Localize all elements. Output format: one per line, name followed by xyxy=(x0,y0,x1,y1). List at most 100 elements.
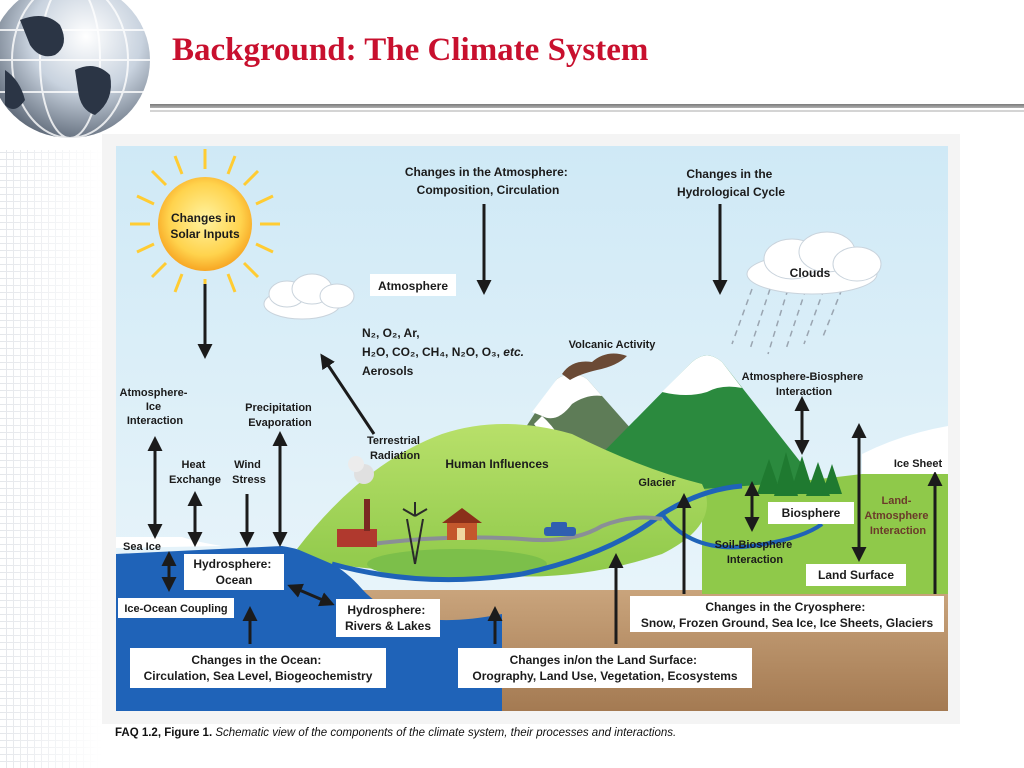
clouds-label: Clouds xyxy=(790,266,831,280)
cryo-box xyxy=(630,596,944,632)
atmosphere-changes-label-2: Composition, Circulation xyxy=(417,183,560,197)
precip-label: Precipitation xyxy=(245,402,312,414)
svg-text:Land- Atmosphere Inter: Land- Atmosphere Interaction xyxy=(864,495,931,537)
wind-label-2: Stress xyxy=(232,474,266,486)
svg-text:Changes in the Hydrologica: Changes in the Hydrological Cycle xyxy=(677,167,785,199)
hydro-rivers-label: Hydrosphere: xyxy=(347,603,425,617)
glacier-label: Glacier xyxy=(638,477,676,489)
ice-sheet-label: Ice Sheet xyxy=(894,458,943,470)
svg-text:Heat Exchange: Heat Exchange xyxy=(169,459,221,486)
biosphere-box xyxy=(768,502,854,524)
car-icon xyxy=(544,522,576,536)
atm-ice-label-2: Ice xyxy=(146,401,161,413)
atmosphere-changes-label: Changes in the Atmosphere: xyxy=(405,165,568,179)
caption-text: Schematic view of the components of the … xyxy=(212,727,677,739)
title-divider xyxy=(150,104,1024,108)
svg-text:Changes in/on the Land Surface: Changes in/on the Land Surface: Orograph… xyxy=(472,653,738,683)
svg-text:Changes in the Ocean: Circ: Changes in the Ocean: Circulation, Sea L… xyxy=(144,653,373,683)
title-divider-shadow xyxy=(150,110,1024,112)
hydro-ocean-label-2: Ocean xyxy=(216,573,253,587)
gases-line-3: Aerosols xyxy=(362,364,414,378)
land-atm-label: Land- xyxy=(881,495,911,507)
precip-label-2: Evaporation xyxy=(248,417,312,429)
ice-ocean-box xyxy=(118,598,234,618)
hydro-cycle-label-2: Hydrological Cycle xyxy=(677,185,785,199)
svg-text:Changes in the Atmosphere:: Changes in the Atmosphere: Composition, … xyxy=(405,165,571,197)
hydro-cycle-label: Changes in the xyxy=(686,167,772,181)
factory-icon xyxy=(337,456,377,547)
slide-title: Background: The Climate System xyxy=(172,32,649,68)
soil-bio-label: Soil-Biosphere xyxy=(715,539,793,551)
land-surface-box xyxy=(806,564,906,586)
solar-label-2: Solar Inputs xyxy=(170,227,240,241)
forest-trees xyxy=(757,452,842,496)
gases-line-1: N₂, O₂, Ar, xyxy=(362,326,420,340)
atm-bio-label-2: Interaction xyxy=(776,386,833,398)
road xyxy=(371,515,663,546)
hydro-ocean-label: Hydrosphere: xyxy=(193,557,271,571)
house-icon xyxy=(442,508,482,540)
svg-text:Precipitation Evaporation: Precipitation Evaporation xyxy=(245,402,315,429)
gases-etc: etc. xyxy=(503,345,524,359)
arrow-terrestrial xyxy=(320,353,376,435)
decorative-grid-pattern xyxy=(0,150,102,768)
climate-system-diagram: Changes in the Atmosphere: Composition, … xyxy=(102,134,960,724)
ocean-changes-box xyxy=(130,648,386,688)
svg-text:Terrestrial Radiation: Terrestrial Radiation xyxy=(367,435,423,462)
hydro-rivers-label-2: Rivers & Lakes xyxy=(345,619,431,633)
globe-logo xyxy=(0,0,150,139)
svg-text:Atmosphere-Biosphere Inter: Atmosphere-Biosphere Interaction xyxy=(742,371,867,398)
rain-cloud-icon xyxy=(731,231,882,355)
land-hill xyxy=(297,424,707,577)
svg-text:N₂, O₂, Ar, H₂O, CO₂, CH₄,: N₂, O₂, Ar, H₂O, CO₂, CH₄, N₂O, O₃, etc.… xyxy=(362,326,527,378)
ocean-changes-label: Changes in the Ocean: xyxy=(191,653,321,667)
wind-label: Wind xyxy=(234,459,261,471)
svg-text:Soil-Biosphere Interaction: Soil-Biosphere Interaction xyxy=(715,539,796,566)
land-surface-label: Land Surface xyxy=(818,568,894,582)
ice-sheet-box xyxy=(888,454,948,472)
solar-label: Changes in xyxy=(171,211,236,225)
river xyxy=(331,483,743,583)
svg-text:Changes in the Cryosphere:: Changes in the Cryosphere: Snow, Frozen … xyxy=(641,600,934,630)
cryo-label-2: Snow, Frozen Ground, Sea Ice, Ice Sheets… xyxy=(641,616,934,630)
heat-label: Heat xyxy=(182,459,206,471)
hydro-ocean-box xyxy=(184,554,284,590)
terrestrial-label-2: Radiation xyxy=(370,450,420,462)
land-atm-label-2: Atmosphere xyxy=(864,510,928,522)
svg-text:Wind Stress: Wind Stress xyxy=(232,459,266,486)
ice-ocean-label: Ice-Ocean Coupling xyxy=(124,603,227,615)
atmosphere-label: Atmosphere xyxy=(378,279,448,293)
cloud-icon xyxy=(263,273,355,320)
heat-label-2: Exchange xyxy=(169,474,221,486)
land-changes-label-2: Orography, Land Use, Vegetation, Ecosyst… xyxy=(472,669,738,683)
caption-label: FAQ 1.2, Figure 1. xyxy=(115,727,213,739)
sun-icon xyxy=(130,149,280,299)
svg-text:Atmosphere- Ice Intera: Atmosphere- Ice Interaction xyxy=(120,387,191,427)
land-changes-label: Changes in/on the Land Surface: xyxy=(510,653,697,667)
volcano-snow xyxy=(532,374,602,419)
sea-ice-label: Sea Ice xyxy=(123,541,161,553)
atm-ice-label: Atmosphere- xyxy=(120,387,188,399)
ocean-changes-label-2: Circulation, Sea Level, Biogeochemistry xyxy=(144,669,373,683)
figure-caption: FAQ 1.2, Figure 1. Schematic view of the… xyxy=(115,727,676,739)
human-label: Human Influences xyxy=(445,457,549,471)
hydro-rivers-box xyxy=(336,599,440,637)
atm-ice-label-3: Interaction xyxy=(127,415,184,427)
volcano-plume xyxy=(562,353,627,380)
mountain-right xyxy=(572,355,802,494)
atmosphere-box xyxy=(370,274,456,296)
terrestrial-label: Terrestrial xyxy=(367,435,420,447)
svg-text:Changes in Solar Inputs: Changes in Solar Inputs xyxy=(170,211,240,241)
land-changes-box xyxy=(458,648,752,688)
arrow-rivers xyxy=(287,583,335,607)
wetland xyxy=(367,549,547,579)
svg-text:Hydrosphere: Ocean: Hydrosphere: Ocean xyxy=(193,557,274,587)
windmill-icon xyxy=(402,502,428,565)
mountain-right-snow xyxy=(662,355,742,395)
land-atm-label-3: Interaction xyxy=(870,525,927,537)
river-lower xyxy=(660,512,824,550)
cryo-label: Changes in the Cryosphere: xyxy=(705,600,865,614)
atm-bio-label: Atmosphere-Biosphere xyxy=(742,371,864,383)
biosphere-label: Biosphere xyxy=(782,506,841,520)
soil-bio-label-2: Interaction xyxy=(727,554,784,566)
